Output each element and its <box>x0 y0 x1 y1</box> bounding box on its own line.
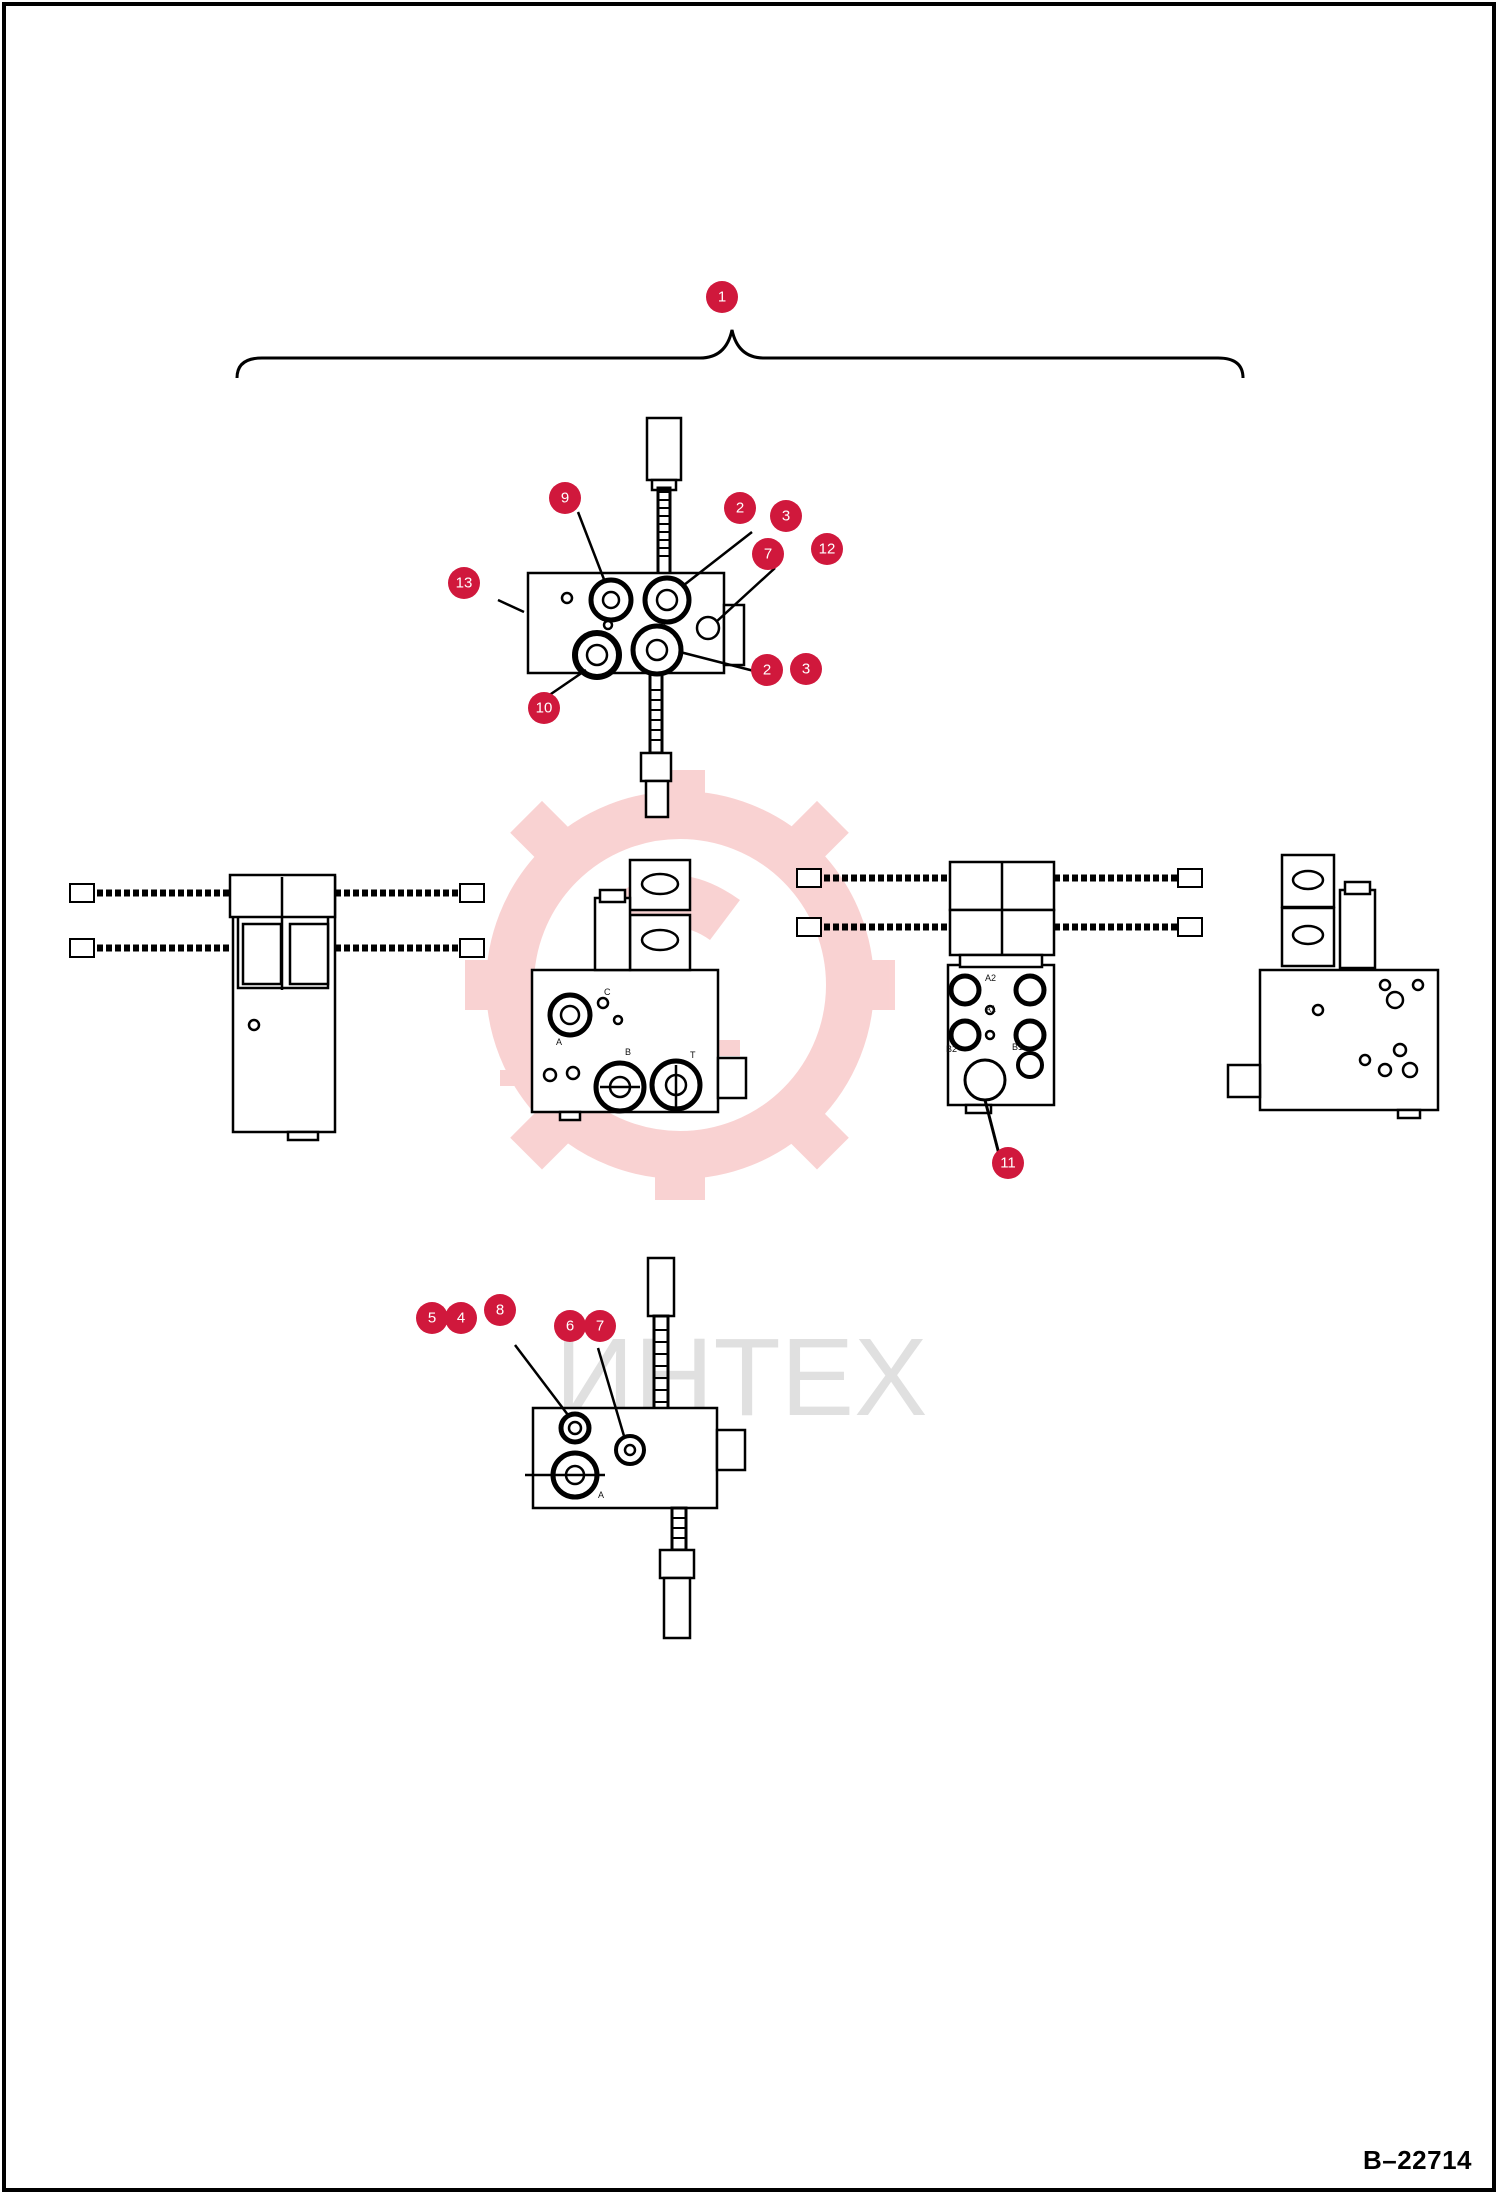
front-port-a: A <box>556 1037 562 1047</box>
callout-2[interactable]: 2 <box>724 492 756 524</box>
svg-text:4: 4 <box>457 1310 465 1327</box>
side-port-b1: B1 <box>1012 1042 1023 1052</box>
side-port-a1: A1 <box>985 1004 996 1014</box>
bottom-view-valve <box>525 1256 747 1640</box>
callout-2b[interactable]: 2 <box>751 654 783 686</box>
front-port-b: B <box>625 1047 631 1057</box>
left-side-valve <box>69 873 487 1142</box>
assembly-brace <box>235 329 1245 379</box>
callout-11[interactable]: 11 <box>992 1147 1024 1179</box>
bottom-port-a: A <box>598 1490 604 1500</box>
front-port-c: C <box>604 987 611 997</box>
side-port-b2: B2 <box>946 1044 957 1054</box>
side-port-a2: A2 <box>985 973 996 983</box>
svg-text:1: 1 <box>718 289 726 306</box>
svg-text:6: 6 <box>566 1318 574 1335</box>
callout-12[interactable]: 12 <box>811 533 843 565</box>
right-side-valve <box>1226 853 1440 1120</box>
svg-text:8: 8 <box>496 1302 504 1319</box>
callout-9[interactable]: 9 <box>549 482 581 514</box>
callout-10[interactable]: 10 <box>528 692 560 724</box>
svg-text:12: 12 <box>819 541 836 558</box>
callout-6[interactable]: 6 <box>554 1310 586 1342</box>
front-port-t: T <box>690 1050 696 1060</box>
top-view-valve <box>526 416 746 819</box>
drawing-number: B–22714 <box>1362 2145 1472 2175</box>
svg-text:3: 3 <box>802 661 810 678</box>
leader-lines-top <box>497 511 776 698</box>
svg-text:10: 10 <box>536 700 553 717</box>
svg-text:3: 3 <box>782 508 790 525</box>
callout-7b[interactable]: 7 <box>584 1310 616 1342</box>
callout-1[interactable]: 1 <box>706 281 738 313</box>
leader-lines-bottom <box>514 1344 626 1437</box>
svg-text:7: 7 <box>596 1318 604 1335</box>
front-view-valve <box>530 858 748 1122</box>
svg-text:13: 13 <box>456 575 473 592</box>
callout-3[interactable]: 3 <box>770 500 802 532</box>
svg-text:2: 2 <box>763 662 771 679</box>
end-view-valve <box>796 860 1203 1159</box>
svg-text:7: 7 <box>764 546 772 563</box>
svg-text:2: 2 <box>736 500 744 517</box>
callout-8[interactable]: 8 <box>484 1294 516 1326</box>
callout-3b[interactable]: 3 <box>790 653 822 685</box>
svg-text:5: 5 <box>428 1310 436 1327</box>
callout-4[interactable]: 4 <box>445 1302 477 1334</box>
svg-text:9: 9 <box>561 490 569 507</box>
svg-text:11: 11 <box>1000 1155 1016 1172</box>
callout-5[interactable]: 5 <box>416 1302 448 1334</box>
callout-13[interactable]: 13 <box>448 567 480 599</box>
callout-7[interactable]: 7 <box>752 538 784 570</box>
